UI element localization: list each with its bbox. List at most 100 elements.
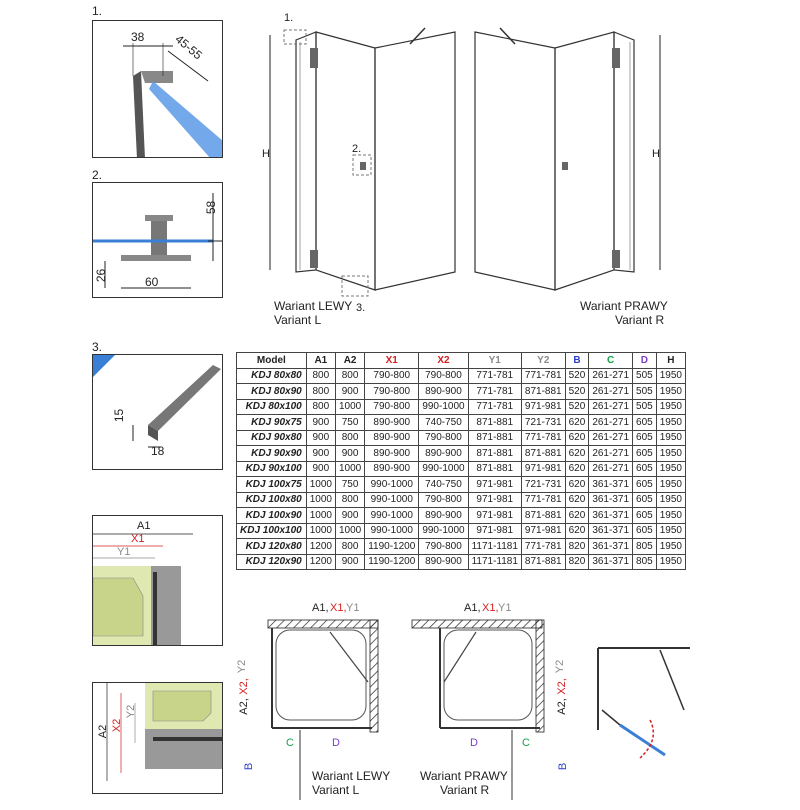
front-views-drawing <box>269 27 661 297</box>
model-cell: KDJ 120x90 <box>236 553 307 570</box>
model-cell: KDJ 80x90 <box>236 383 307 400</box>
table-cell: 605 <box>632 507 657 524</box>
table-cell: 805 <box>632 538 657 555</box>
detail-2-drawing <box>93 193 222 289</box>
table-header-cell: X2 <box>418 352 469 369</box>
detail-3-box: 15 18 <box>92 354 223 470</box>
plan-right-side-x2: X2, <box>555 678 568 695</box>
table-cell: 1171-1181 <box>467 553 522 570</box>
plan-right-top-x1: X1, <box>482 602 499 614</box>
table-cell: 900 <box>305 429 336 446</box>
table-cell: 1000 <box>305 491 336 508</box>
plan-right-top-a1: A1, <box>464 602 481 614</box>
table-cell: 605 <box>632 429 657 446</box>
table-cell: 800 <box>305 398 336 415</box>
table-cell: 790-800 <box>418 367 469 384</box>
table-cell: 971-981 <box>467 491 522 508</box>
table-cell: 771-781 <box>467 398 522 415</box>
plan-right-subtitle: Variant R <box>440 783 490 797</box>
table-cell: 890-900 <box>364 429 420 446</box>
plan-right-top-y1: Y1 <box>498 602 512 614</box>
table-cell: 750 <box>334 476 366 493</box>
left-variant-title: Wariant LEWY <box>274 299 353 313</box>
plan-x1-label: X1 <box>131 533 145 545</box>
detail-1-width: 38 <box>131 30 145 44</box>
table-cell: 1950 <box>655 460 686 477</box>
table-cell: 890-900 <box>364 460 420 477</box>
table-cell: 900 <box>305 460 336 477</box>
table-cell: 505 <box>632 383 657 400</box>
table-cell: 771-781 <box>520 491 566 508</box>
table-cell: 505 <box>632 398 657 415</box>
plan-y1-label: Y1 <box>117 546 131 558</box>
model-cell: KDJ 90x90 <box>236 445 307 462</box>
table-cell: 1190-1200 <box>364 553 420 570</box>
table-cell: 990-1000 <box>418 398 469 415</box>
table-cell: 1200 <box>305 538 336 555</box>
right-variant-subtitle: Variant R <box>615 313 665 327</box>
plan-left-top-y1: Y1 <box>346 602 360 614</box>
table-cell: 971-981 <box>520 398 566 415</box>
table-cell: 971-981 <box>520 460 566 477</box>
detail-2-box: 58 26 60 <box>92 182 223 298</box>
table-cell: 520 <box>564 398 590 415</box>
model-cell: KDJ 120x80 <box>236 538 307 555</box>
table-cell: 871-881 <box>520 445 566 462</box>
table-cell: 605 <box>632 414 657 431</box>
plan-right-title: Wariant PRAWY <box>420 769 508 783</box>
table-header-cell: A2 <box>334 352 366 369</box>
table-cell: 261-271 <box>588 367 634 384</box>
table-cell: 790-800 <box>364 383 420 400</box>
table-cell: 1950 <box>655 538 686 555</box>
table-cell: 620 <box>564 460 590 477</box>
plan-left-side-y2: Y2 <box>236 659 249 674</box>
table-cell: 800 <box>334 367 366 384</box>
table-cell: 771-781 <box>467 383 522 400</box>
model-cell: KDJ 90x100 <box>236 460 307 477</box>
detail-1-number: 1. <box>92 4 103 18</box>
table-cell: 990-1000 <box>364 491 420 508</box>
table-cell: 620 <box>564 491 590 508</box>
table-cell: 721-731 <box>520 414 566 431</box>
model-cell: KDJ 100x80 <box>236 491 307 508</box>
plan-right-side-a2: A2, <box>555 698 568 715</box>
table-cell: 820 <box>564 538 590 555</box>
plan-left-side-x2: X2, <box>237 678 250 695</box>
table-cell: 790-800 <box>364 398 420 415</box>
table-cell: 890-900 <box>418 445 469 462</box>
table-header-cell: H <box>655 352 686 369</box>
table-cell: 1950 <box>655 553 686 570</box>
table-cell: 1950 <box>655 414 686 431</box>
table-cell: 620 <box>564 445 590 462</box>
table-cell: 1000 <box>334 460 366 477</box>
detail-2-width-60: 60 <box>145 275 159 289</box>
plan-right-c-label: C <box>522 737 530 749</box>
table-cell: 871-881 <box>520 553 566 570</box>
table-header-cell: C <box>588 352 634 369</box>
model-cell: KDJ 80x80 <box>236 367 307 384</box>
plan-views-drawing <box>267 619 690 800</box>
table-cell: 790-800 <box>418 429 469 446</box>
table-cell: 261-271 <box>588 429 634 446</box>
table-header-cell: Model <box>236 352 307 369</box>
table-cell: 605 <box>632 522 657 539</box>
left-variant-subtitle: Variant L <box>274 313 322 327</box>
table-cell: 361-371 <box>588 491 634 508</box>
height-left-label: H <box>262 148 270 160</box>
table-cell: 790-800 <box>418 538 469 555</box>
table-cell: 800 <box>334 491 366 508</box>
plan-left-side-a2: A2, <box>237 698 250 715</box>
table-cell: 771-781 <box>520 367 566 384</box>
table-cell: 990-1000 <box>364 522 420 539</box>
table-cell: 605 <box>632 460 657 477</box>
table-cell: 620 <box>564 429 590 446</box>
table-cell: 1171-1181 <box>467 538 522 555</box>
table-cell: 990-1000 <box>364 476 420 493</box>
table-cell: 605 <box>632 445 657 462</box>
